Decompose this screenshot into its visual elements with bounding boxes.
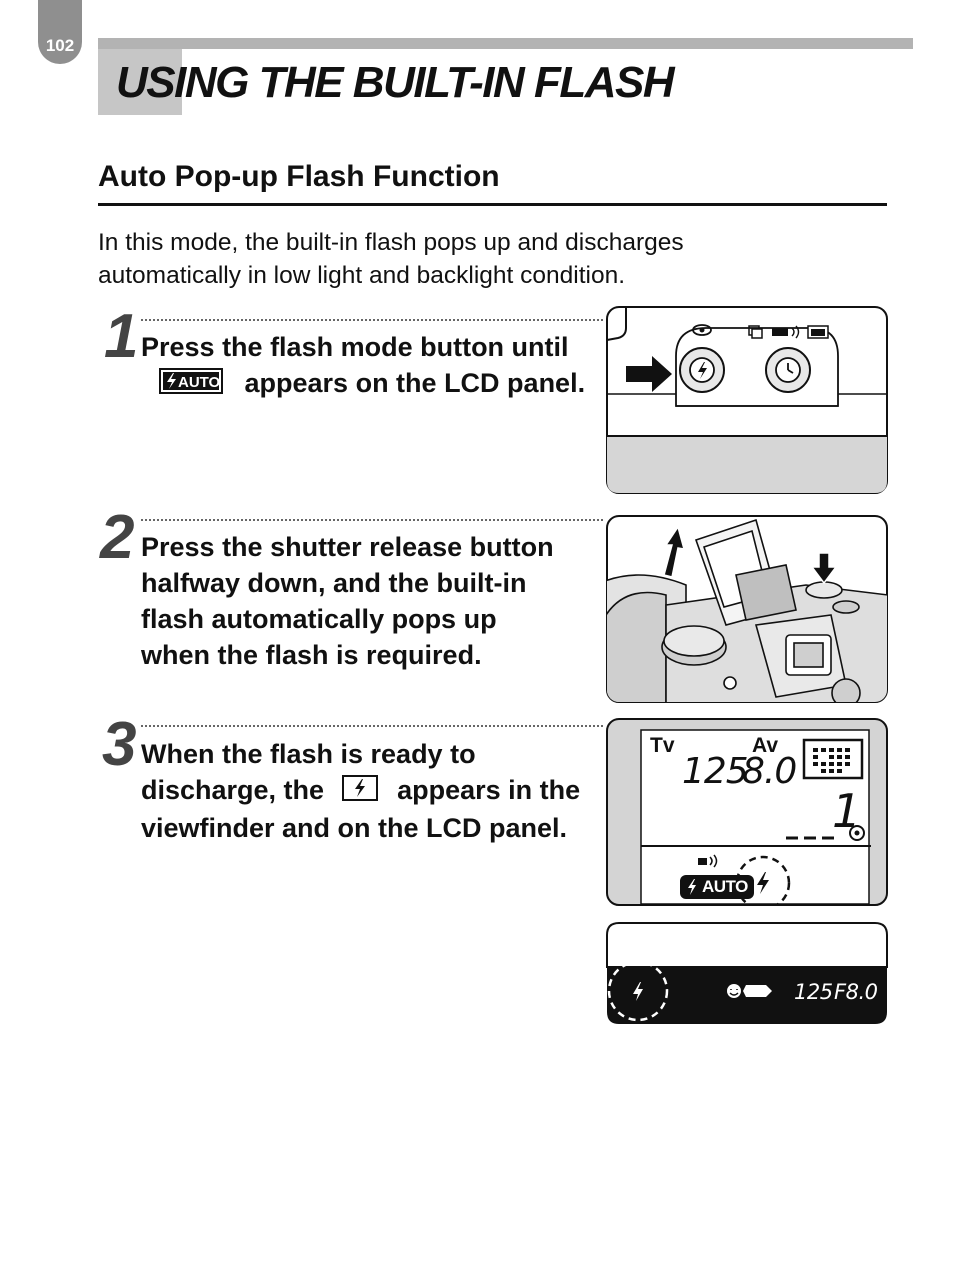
camera-flash-popup-illustration bbox=[606, 515, 888, 703]
lcd-flash-mode-label: AUTO bbox=[702, 877, 748, 896]
lcd-mode-av: Av bbox=[752, 734, 779, 757]
step-3-text-before: When the flash is ready to discharge, th… bbox=[141, 739, 476, 805]
lcd-shutter-value: 125 bbox=[682, 751, 749, 792]
svg-text:AUTO: AUTO bbox=[178, 374, 221, 391]
step-number: 2 bbox=[100, 503, 135, 572]
step-number: 1 bbox=[104, 302, 139, 371]
flash-auto-icon: AUTO bbox=[159, 367, 223, 403]
step-1-text: Press the flash mode button until AUTO a… bbox=[141, 329, 611, 403]
lcd-panel-illustration: Tv Av 125 8.0 1 AUTO bbox=[606, 718, 888, 906]
lcd-flash-auto-indicator: AUTO bbox=[680, 875, 754, 899]
lcd-aperture-value: 8.0 bbox=[742, 751, 797, 792]
camera-top-plate-illustration bbox=[606, 306, 888, 494]
flash-icon bbox=[688, 879, 696, 895]
lcd-mode-tv: Tv bbox=[650, 734, 675, 757]
step-3-text: When the flash is ready to discharge, th… bbox=[141, 736, 586, 846]
step-number: 3 bbox=[102, 710, 137, 779]
section-rule bbox=[98, 203, 887, 206]
lcd-frame-counter: 1 bbox=[832, 784, 862, 838]
step-divider bbox=[141, 519, 603, 521]
viewfinder-aperture-value: F8.0 bbox=[834, 980, 878, 1004]
page-title: USING THE BUILT-IN FLASH bbox=[116, 58, 675, 107]
viewfinder-frame bbox=[606, 922, 888, 1024]
page-number: 102 bbox=[45, 36, 75, 55]
section-heading: Auto Pop-up Flash Function bbox=[98, 160, 500, 193]
intro-paragraph: In this mode, the built-in flash pops up… bbox=[98, 229, 684, 289]
lcd-panel-frame bbox=[606, 718, 888, 906]
title-block bbox=[98, 49, 182, 115]
step-divider bbox=[141, 725, 603, 727]
step-divider bbox=[141, 319, 603, 321]
title-band bbox=[98, 38, 913, 49]
page-tab bbox=[38, 0, 82, 64]
step-3-text-after: appears in the viewfinder and on the LCD… bbox=[141, 775, 581, 843]
step-1-text-before: Press the flash mode button until bbox=[141, 332, 569, 362]
viewfinder-shutter-value: 125 bbox=[794, 980, 833, 1004]
flash-ready-icon bbox=[341, 774, 378, 810]
step-2-text: Press the shutter release button halfway… bbox=[141, 532, 554, 670]
step-1-text-after: appears on the LCD panel. bbox=[244, 368, 586, 398]
viewfinder-illustration: 125 F8.0 bbox=[606, 922, 888, 1025]
